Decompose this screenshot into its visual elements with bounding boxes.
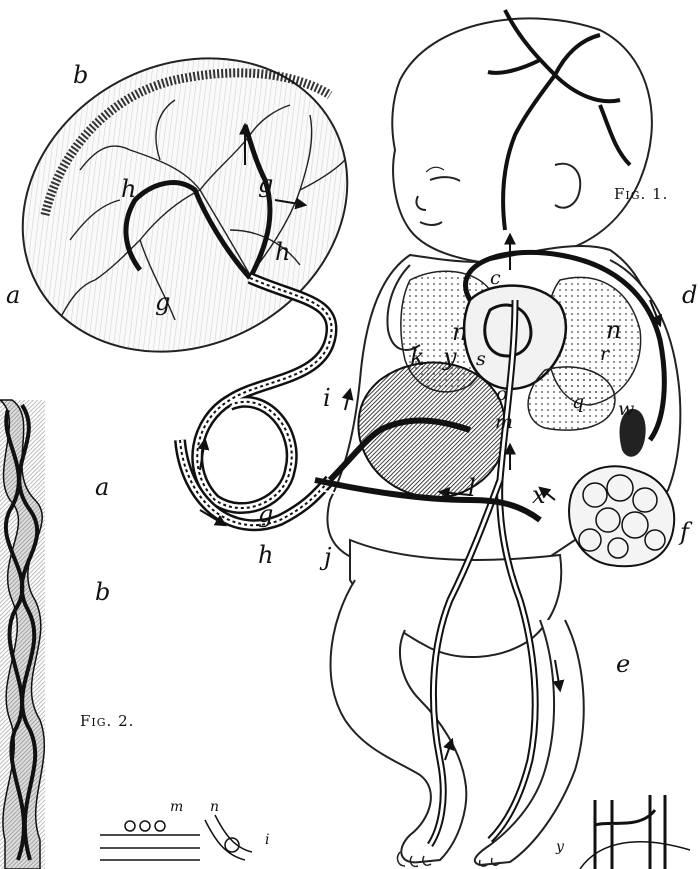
fig1-label-f: f bbox=[680, 520, 689, 544]
fig2-cord-section bbox=[0, 400, 45, 869]
fig1-label-h-upper: h bbox=[121, 177, 136, 201]
fig1-label-q: q bbox=[572, 393, 584, 412]
fig1-label-m: m bbox=[495, 413, 513, 432]
fig1-label-c: c bbox=[490, 269, 501, 288]
fig1-label-e: e bbox=[616, 652, 630, 676]
fig2-label-a: a bbox=[95, 475, 109, 499]
fig1-label-g-lower: g bbox=[258, 502, 273, 526]
fig1-label-k: k bbox=[410, 345, 425, 369]
inset-label-n: n bbox=[210, 800, 219, 814]
fig1-label-s: s bbox=[476, 350, 486, 369]
placenta bbox=[0, 3, 399, 408]
fig1-label-y: y bbox=[443, 345, 457, 369]
fig1-label-d: d bbox=[682, 283, 697, 307]
fig1-label-g-middle: g bbox=[155, 290, 170, 314]
fig1-label-a: a bbox=[6, 283, 20, 307]
bottom-left-inset bbox=[100, 815, 252, 860]
fig1-label-r: r bbox=[600, 345, 609, 364]
bottom-right-inset bbox=[580, 795, 690, 869]
inset-label-i: i bbox=[265, 833, 269, 847]
excised-placenta-detail bbox=[569, 466, 674, 566]
fig1-label-o: o bbox=[496, 385, 507, 404]
fig1-label-g-upper: g bbox=[258, 172, 273, 196]
fig1-label-b: b bbox=[73, 63, 88, 87]
inset-label-m: m bbox=[170, 800, 183, 814]
fig1-label-h-lower: h bbox=[258, 543, 273, 567]
fig2-label-b: b bbox=[95, 580, 110, 604]
fig1-label-l: l bbox=[468, 476, 476, 500]
fig1-label-j: j bbox=[324, 545, 331, 569]
fig1-label-n-right: n bbox=[606, 318, 621, 342]
fig2-caption: Fig. 2. bbox=[80, 712, 134, 730]
fig1-label-i: i bbox=[323, 386, 331, 410]
fig1-label-h-middle: h bbox=[275, 240, 290, 264]
fig1-label-n-left: n bbox=[452, 320, 467, 344]
fig1-caption: Fig. 1. bbox=[614, 185, 668, 203]
fig1-label-x: x bbox=[532, 483, 546, 507]
inset-label-y: y bbox=[556, 840, 564, 854]
fig1-label-w: w bbox=[618, 400, 634, 419]
